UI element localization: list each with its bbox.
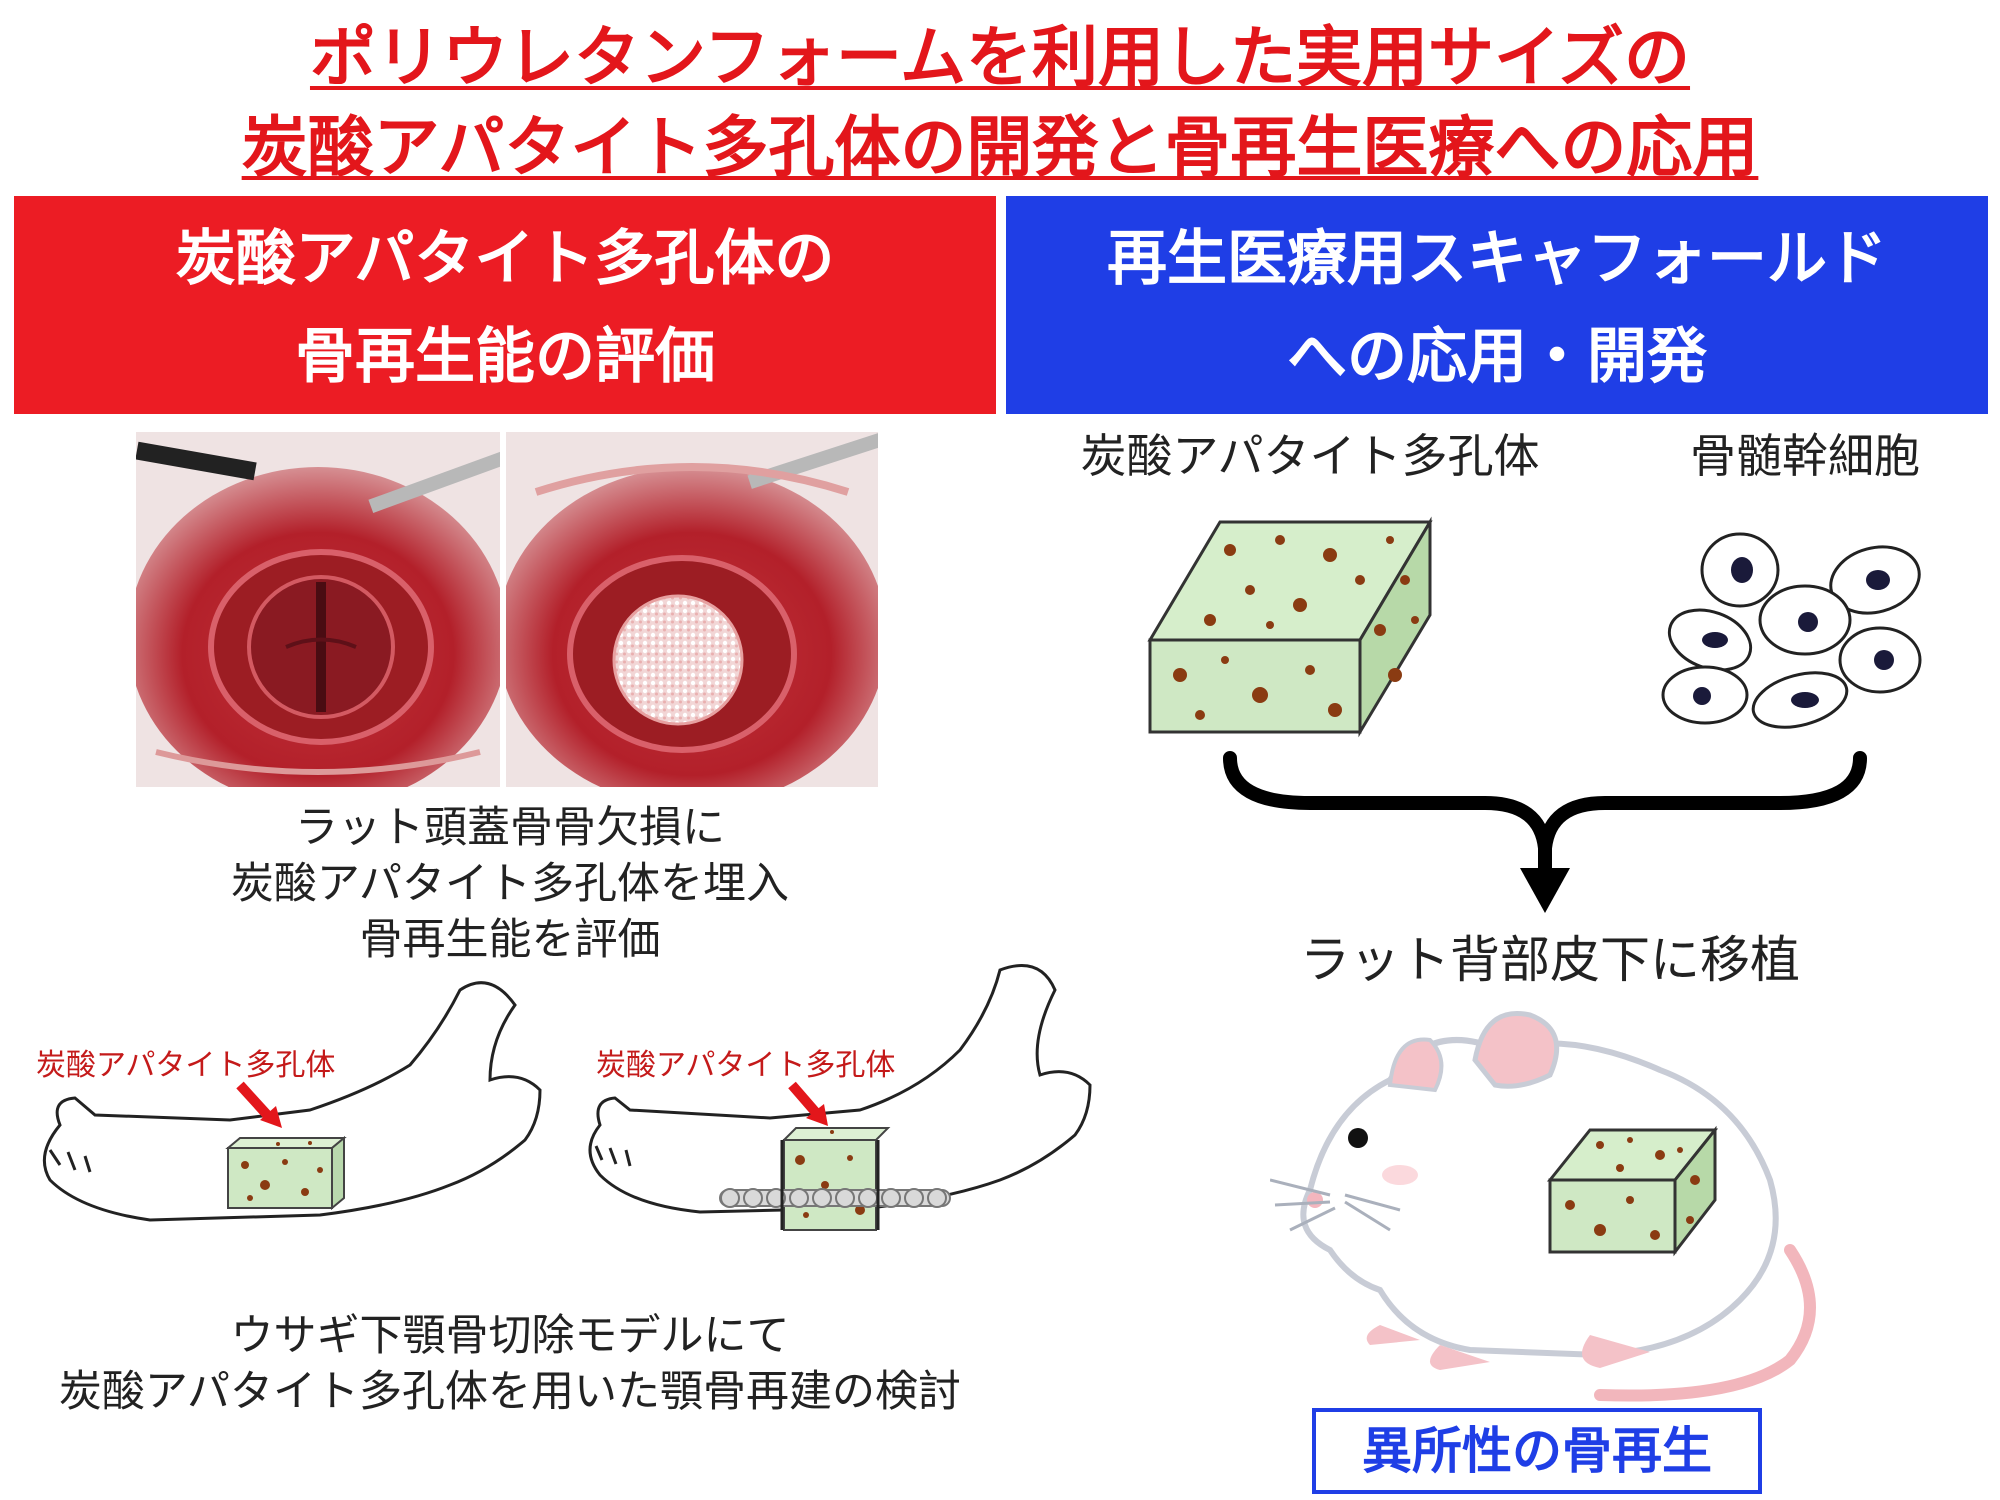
rabbit-caption-line-1: ウサギ下顎骨切除モデルにて (230, 1311, 790, 1361)
rabbit-caption-line-2: 炭酸アパタイト多孔体を用いた顎骨再建の検討 (58, 1367, 962, 1417)
implant-label-right: 炭酸アパタイト多孔体 (596, 1048, 896, 1083)
photo-implant (506, 432, 878, 787)
left-banner-line-1: 炭酸アパタイト多孔体の (175, 224, 835, 294)
title-line-2: 炭酸アパタイト多孔体の開発と骨再生医療への応用 (241, 109, 1759, 186)
mandible-right-scaffold (781, 1127, 891, 1231)
rat-caption-line-3: 骨再生能を評価 (359, 915, 661, 965)
right-banner-line-1: 再生医療用スキャフォールド (1107, 224, 1887, 294)
stem-cells-diagram (1660, 530, 1930, 730)
title-line-1: ポリウレタンフォームを利用した実用サイズの (309, 19, 1691, 96)
mandible-right-diagram (570, 960, 1110, 1260)
implant-label-left: 炭酸アパタイト多孔体 (36, 1048, 336, 1083)
scaffold-label: 炭酸アパタイト多孔体 (1080, 429, 1540, 483)
mandible-left-scaffold (225, 1135, 347, 1211)
photo-defect (136, 432, 500, 787)
rat-scaffold (1546, 1125, 1719, 1257)
left-banner-line-2: 骨再生能の評価 (295, 322, 715, 392)
rat-calvaria-caption: ラット頭蓋骨骨欠損に 炭酸アパタイト多孔体を埋入 骨再生能を評価 (100, 800, 920, 968)
scaffold-block-diagram (1140, 510, 1440, 740)
right-banner-line-2: への応用・開発 (1287, 322, 1707, 392)
rat-illustration (1269, 990, 1830, 1410)
fixation-plate (719, 1188, 951, 1208)
rat-caption-line-2: 炭酸アパタイト多孔体を埋入 (230, 859, 790, 909)
combine-arrow (1220, 748, 1870, 918)
result-box: 異所性の骨再生 (1312, 1408, 1762, 1494)
cells-label: 骨髄幹細胞 (1690, 429, 1920, 483)
right-banner: 再生医療用スキャフォールド への応用・開発 (1006, 196, 1988, 414)
transplant-label: ラット背部皮下に移植 (1300, 931, 1800, 989)
rabbit-caption: ウサギ下顎骨切除モデルにて 炭酸アパタイト多孔体を用いた顎骨再建の検討 (0, 1308, 1020, 1420)
left-banner: 炭酸アパタイト多孔体の 骨再生能の評価 (14, 196, 996, 414)
rat-caption-line-1: ラット頭蓋骨骨欠損に (295, 803, 725, 853)
mandible-left-diagram (20, 970, 560, 1270)
